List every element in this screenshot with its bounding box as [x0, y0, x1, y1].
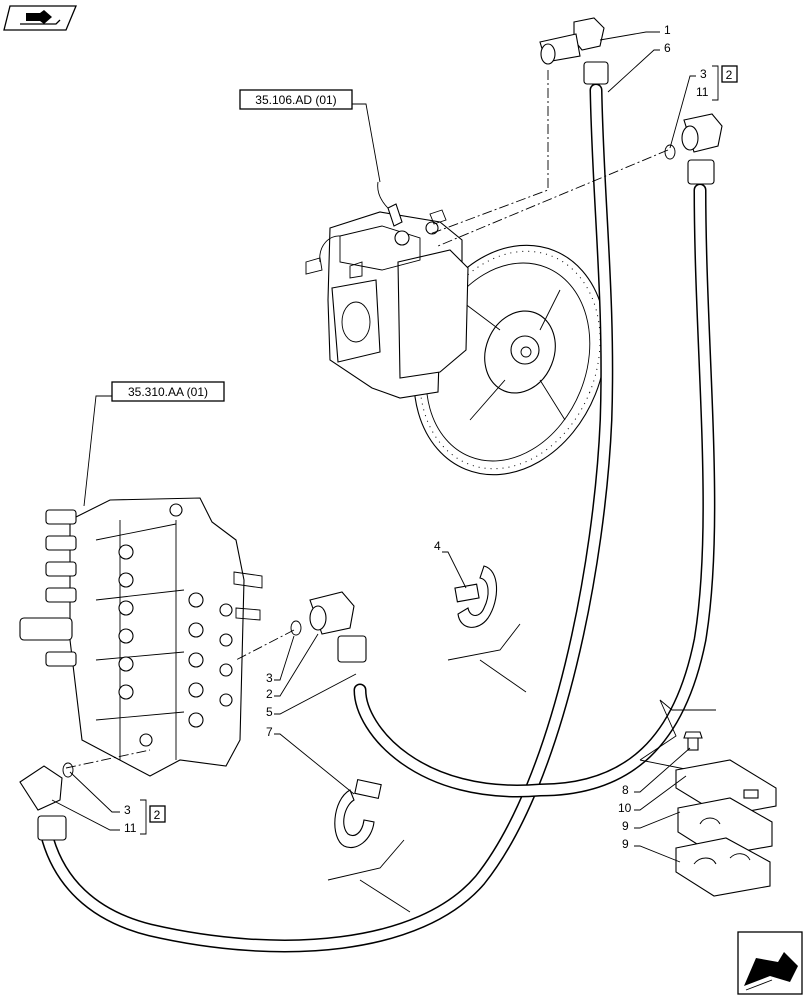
- connection-line: [429, 70, 549, 235]
- prev-page-icon[interactable]: [3, 5, 77, 31]
- pump-reference-box[interactable]: [239, 89, 353, 110]
- pump-reference-label[interactable]: 35.106.AD (01): [255, 93, 336, 107]
- callout-1: 1: [664, 23, 671, 37]
- callout-11-bottom: 11: [124, 821, 137, 835]
- callout-4: 4: [434, 539, 441, 553]
- fitting-valve-right: [290, 591, 367, 663]
- callout-2-top: 2: [726, 68, 733, 82]
- connection-line: [437, 149, 669, 247]
- hose-6: [41, 83, 614, 953]
- fitting-right: [664, 113, 723, 185]
- callout-10: 10: [618, 801, 632, 815]
- callout-3-mid: 3: [266, 671, 273, 685]
- connection-line: [65, 749, 151, 769]
- callout-2-mid: 2: [266, 687, 273, 701]
- next-page-icon[interactable]: [737, 931, 803, 995]
- fitting-valve-left: [19, 762, 74, 841]
- callout-2-box-bottom: [149, 805, 166, 823]
- callout-8: 8: [622, 783, 629, 797]
- callout-3-top: 3: [700, 67, 707, 81]
- callout-2-bottom: 2: [154, 808, 161, 822]
- callout-11-top: 11: [696, 85, 709, 99]
- hose-5: [353, 183, 716, 798]
- callout-2-box-top: [721, 65, 738, 83]
- valve-reference-box[interactable]: [111, 381, 225, 402]
- valve-reference-label[interactable]: 35.310.AA (01): [128, 385, 208, 399]
- connection-line: [235, 629, 295, 661]
- callout-5: 5: [266, 705, 273, 719]
- callout-6: 6: [664, 41, 671, 55]
- hose-clamp-4: [447, 565, 527, 693]
- fitting-1: [539, 17, 609, 85]
- callout-9-upper: 9: [622, 819, 629, 833]
- callout-3-bottom: 3: [124, 803, 131, 817]
- control-valve: [19, 497, 263, 777]
- hydraulic-pump: [305, 181, 607, 476]
- callout-9-lower: 9: [622, 837, 629, 851]
- hose-clamp-7: [327, 779, 411, 913]
- clamp-assembly: [639, 699, 777, 897]
- callout-7: 7: [266, 725, 273, 739]
